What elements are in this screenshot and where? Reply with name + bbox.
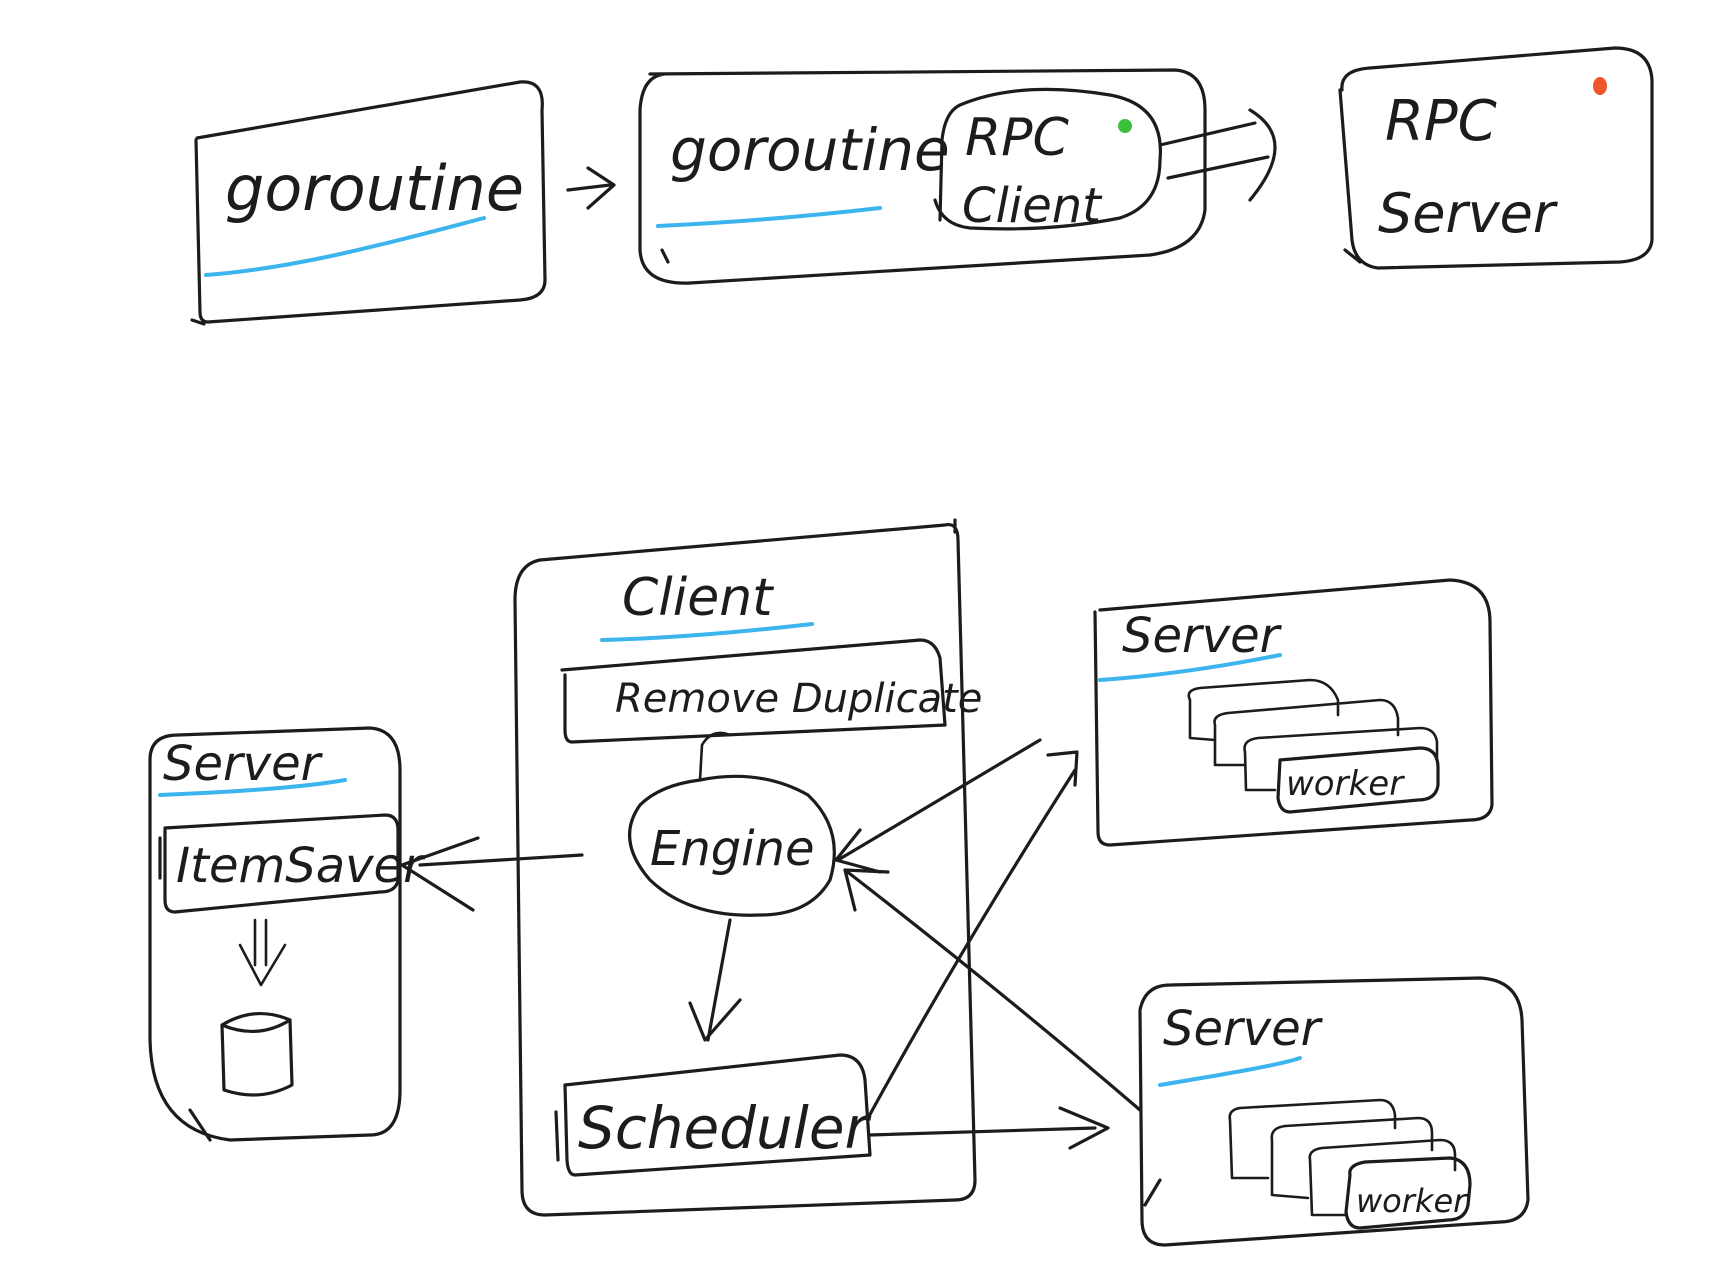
client-status-dot-icon (1118, 119, 1132, 133)
goroutine-1-label: goroutine (225, 152, 524, 225)
goroutine-1-underline (204, 216, 486, 277)
right-server-top-worker: worker (1286, 764, 1405, 804)
scheduler-box: Scheduler (554, 1053, 872, 1177)
rpc-server-line1: RPC (1385, 89, 1497, 154)
arrow-scheduler-to-server-top (866, 750, 1079, 1120)
item-saver-label: ItemSaver (176, 838, 426, 894)
right-server-bottom-underline (1158, 1056, 1302, 1087)
worker-card (1344, 1156, 1472, 1230)
worker-stack-card (1270, 1116, 1434, 1200)
remove-duplicate-box: Remove Duplicate (560, 638, 982, 744)
worker-stack-card (1308, 1138, 1457, 1217)
rpc-server-box: RPC Server (1338, 46, 1654, 270)
arrow-client-to-server (1158, 108, 1277, 202)
worker-stack-card (1228, 1098, 1397, 1180)
worker-card (1276, 746, 1440, 814)
worker-stack-card (1187, 678, 1340, 742)
goroutine-2-underline (656, 206, 882, 228)
scheduler-label: Scheduler (578, 1094, 872, 1162)
worker-stack-card (1243, 726, 1439, 792)
engine-label: Engine (650, 821, 815, 877)
server-status-dot-icon (1593, 77, 1607, 95)
rpc-server-line2: Server (1378, 182, 1558, 245)
engine-node: Engine (628, 774, 836, 917)
remove-duplicate-label: Remove Duplicate (615, 676, 982, 722)
arrow-scheduler-to-server-bottom (868, 1106, 1110, 1150)
database-cylinder-icon (220, 1011, 294, 1097)
arrow-server-bottom-to-engine (843, 868, 1142, 1112)
goroutine-box-2: goroutine (638, 68, 1207, 285)
goroutine-box-1: goroutine (190, 80, 547, 326)
client-container: Client (513, 518, 977, 1217)
arrow-engine-to-dedup (698, 731, 732, 782)
item-saver-box: ItemSaver (158, 813, 426, 914)
right-server-top-underline (1098, 653, 1282, 682)
client-title: Client (622, 568, 774, 628)
worker-stack-card (1213, 698, 1400, 767)
rpc-client-line1: RPC (965, 108, 1069, 168)
client-underline (600, 622, 814, 642)
arrow-saver-to-storage (238, 918, 287, 987)
left-server-box: Server (148, 726, 402, 1142)
left-server-title: Server (163, 736, 324, 792)
right-server-bottom-title: Server (1163, 1001, 1324, 1057)
goroutine-2-label: goroutine (670, 116, 950, 184)
arrow-engine-to-itemsaver (400, 836, 584, 912)
rpc-client-line2: Client (962, 178, 1103, 234)
arrow-goroutine-to-goroutine (566, 166, 616, 210)
right-server-top-title: Server (1122, 608, 1283, 664)
left-server-underline (158, 778, 347, 797)
arrow-server-top-to-engine (834, 738, 1042, 874)
right-server-bottom-worker: worker (1356, 1182, 1468, 1220)
rpc-client-blob: RPC Client (933, 87, 1163, 234)
right-server-top-box: Server worker (1093, 578, 1494, 847)
right-server-bottom-box: Server worker (1138, 976, 1530, 1247)
arrow-engine-to-scheduler (688, 918, 742, 1042)
